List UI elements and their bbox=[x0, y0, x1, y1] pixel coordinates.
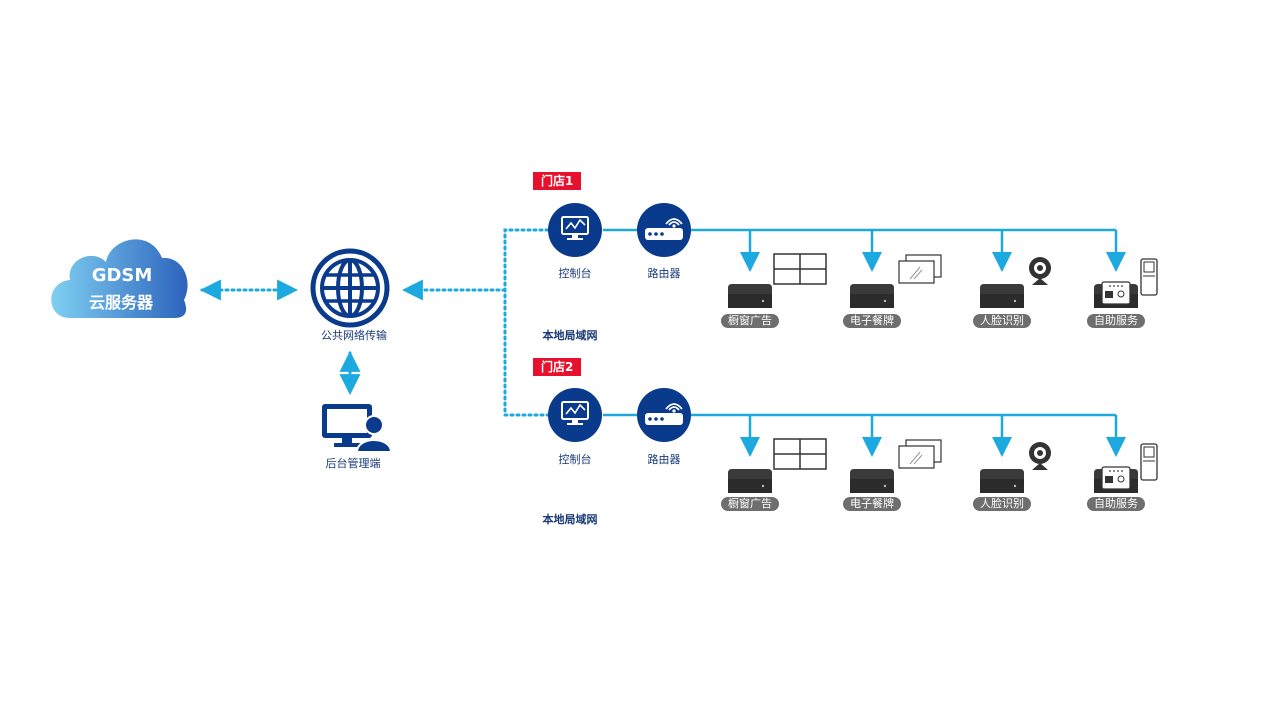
menu-board-icon bbox=[898, 254, 942, 284]
video-wall-icon bbox=[773, 438, 827, 470]
media-player-icon bbox=[850, 469, 894, 493]
media-player-icon bbox=[980, 284, 1024, 308]
console-icon bbox=[548, 388, 602, 442]
lan-label: 本地局域网 bbox=[542, 329, 598, 342]
router-label: 路由器 bbox=[647, 453, 681, 466]
console-label: 控制台 bbox=[558, 453, 592, 466]
camera-icon bbox=[1029, 257, 1051, 285]
device-label: 自助服务 bbox=[1087, 497, 1145, 511]
media-player-icon bbox=[728, 284, 772, 308]
cloud-icon bbox=[51, 239, 188, 319]
kiosk-icon bbox=[1101, 258, 1158, 305]
console-icon bbox=[548, 203, 602, 257]
router-label: 路由器 bbox=[647, 267, 681, 280]
router-icon bbox=[637, 203, 691, 257]
device-label: 自助服务 bbox=[1087, 314, 1145, 328]
cloud-subtitle: 云服务器 bbox=[88, 293, 154, 312]
menu-board-icon bbox=[898, 439, 942, 469]
media-player-icon bbox=[980, 469, 1024, 493]
media-player-icon bbox=[728, 469, 772, 493]
cloud-title: GDSM bbox=[91, 265, 153, 286]
lan-label: 本地局域网 bbox=[542, 513, 598, 526]
backend-label: 后台管理端 bbox=[325, 457, 381, 470]
device-label: 人脸识别 bbox=[973, 314, 1031, 328]
console-label: 控制台 bbox=[558, 267, 592, 280]
camera-icon bbox=[1029, 442, 1051, 470]
network-label: 公共网络传输 bbox=[321, 329, 387, 342]
video-wall-icon bbox=[773, 253, 827, 285]
device-label: 人脸识别 bbox=[973, 497, 1031, 511]
device-label: 橱窗广告 bbox=[721, 497, 779, 511]
store-tag: 门店1 bbox=[533, 172, 582, 190]
media-player-icon bbox=[850, 284, 894, 308]
store-row bbox=[548, 388, 1158, 493]
store-branch-link bbox=[503, 228, 550, 417]
backend-admin-icon bbox=[322, 404, 393, 453]
globe-icon bbox=[310, 248, 390, 328]
kiosk-icon bbox=[1101, 443, 1158, 490]
router-icon bbox=[637, 388, 691, 442]
device-label: 橱窗广告 bbox=[721, 314, 779, 328]
store-tag: 门店2 bbox=[533, 358, 582, 376]
device-label: 电子餐牌 bbox=[843, 314, 901, 328]
store-row bbox=[548, 203, 1158, 308]
device-label: 电子餐牌 bbox=[843, 497, 901, 511]
